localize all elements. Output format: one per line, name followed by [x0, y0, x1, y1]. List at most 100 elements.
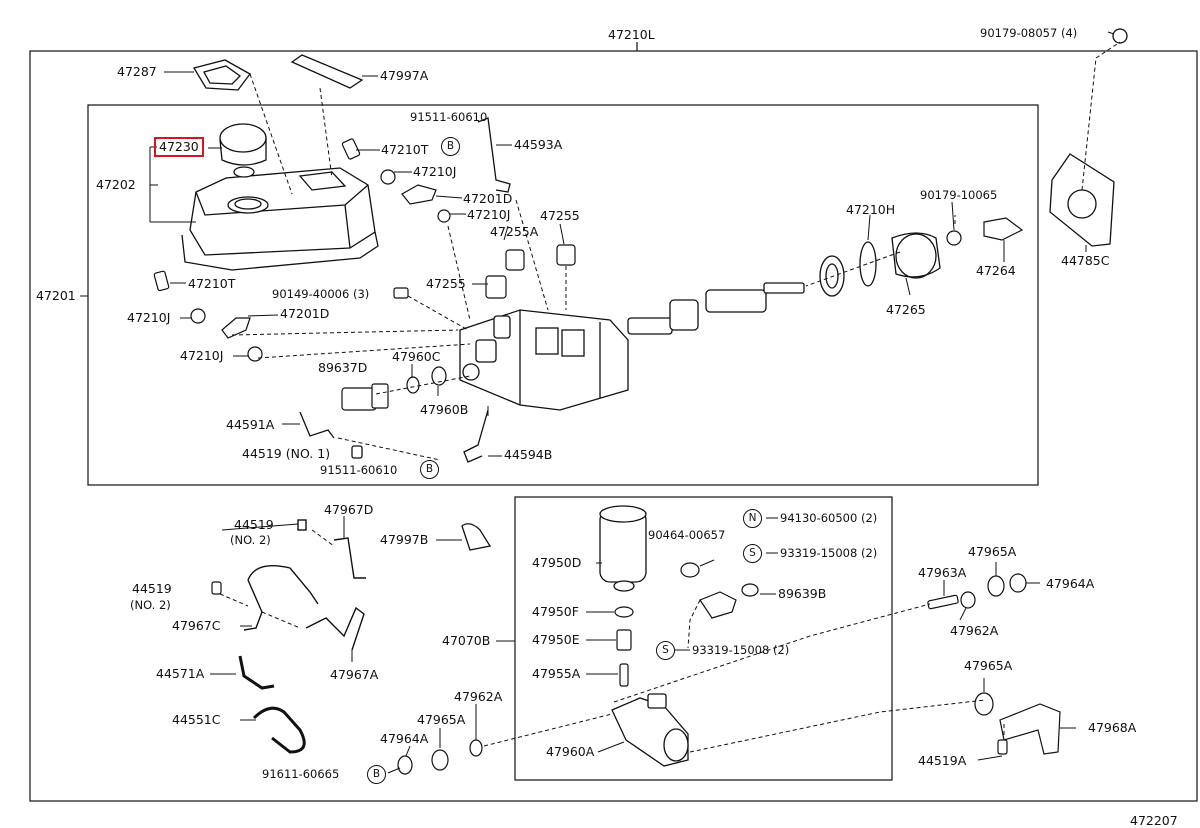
bracket-47968A-drawing: [999, 703, 1061, 755]
solenoid-subassembly-frame: [514, 496, 893, 781]
gasket-47287-drawing: [192, 59, 251, 91]
solenoid-47950D-drawing: [599, 505, 647, 592]
label-44519-no2-b: 44519: [132, 581, 172, 596]
label-47950E: 47950E: [532, 632, 580, 647]
label-47968A: 47968A: [1088, 720, 1137, 735]
collar-47962A-bot-drawing: [469, 739, 483, 757]
label-44551C: 44551C: [172, 712, 221, 727]
reservoir-tank-drawing: [181, 167, 379, 271]
label-47210J-2: 47210J: [467, 207, 511, 222]
actuator-body-drawing: [459, 309, 629, 411]
label-47210T-top: 47210T: [381, 142, 429, 157]
gasket-44785C-drawing: [1049, 28, 1128, 247]
label-47960A: 47960A: [546, 744, 595, 759]
label-91511-60610-top: 91511-60610: [410, 110, 488, 124]
reservoir-cap-drawing: [219, 123, 267, 178]
bracket-44593A-drawing: [477, 117, 511, 193]
bracket-47201D-top-drawing: [401, 184, 437, 205]
label-90179-10065: 90179-10065: [920, 188, 998, 202]
label-47967A: 47967A: [330, 667, 379, 682]
label-47255-mid: 47255: [426, 276, 466, 291]
label-47960C: 47960C: [392, 349, 441, 364]
label-44571A: 44571A: [156, 666, 205, 681]
label-47255A: 47255A: [490, 224, 539, 239]
bushing-47965A-bot-drawing: [431, 749, 449, 771]
bracket-47967D-drawing: [297, 519, 366, 579]
master-cylinder-subassembly-frame: [87, 104, 1039, 486]
label-47210T-bot: 47210T: [188, 276, 236, 291]
label-47287: 47287: [117, 64, 157, 79]
label-47967C: 47967C: [172, 618, 221, 633]
label-47210H: 47210H: [846, 202, 896, 217]
bracket-47967A-drawing: [305, 606, 365, 651]
label-44591A: 44591A: [226, 417, 275, 432]
bracket-44591A-drawing: [299, 411, 363, 459]
retainer-47264-drawing: [946, 217, 1024, 246]
label-90179-08057: 90179-08057 (4): [980, 26, 1078, 40]
bracket-44594B-drawing: [463, 409, 489, 463]
bushing-47965A-r2-drawing: [974, 692, 994, 716]
symbol-b-lower: B: [367, 765, 386, 784]
label-44785C: 44785C: [1061, 253, 1110, 268]
label-44519A: 44519A: [918, 753, 967, 768]
symbol-b-top: B: [441, 137, 460, 156]
grommet-47210J-3-drawing: [190, 308, 206, 324]
label-47264: 47264: [976, 263, 1016, 278]
label-91511-60610-bot: 91511-60610: [320, 463, 398, 477]
label-44593A: 44593A: [514, 137, 563, 152]
symbol-s-bot: S: [656, 641, 675, 660]
label-47070B: 47070B: [442, 633, 491, 648]
bracket-47201D-bot-drawing: [221, 317, 251, 339]
seal-rings-drawing: [819, 232, 941, 297]
label-44519-no1: 44519 (NO. 1): [242, 446, 331, 461]
label-89637D: 89637D: [318, 360, 368, 375]
washer-47950F-drawing: [614, 606, 634, 618]
grommet-47210J-1-drawing: [380, 169, 396, 185]
bolt-44519A-drawing: [997, 739, 1008, 755]
label-plate-47997A-drawing: [290, 54, 364, 89]
label-47965A-bot: 47965A: [417, 712, 466, 727]
label-47230-highlighted[interactable]: 47230: [154, 137, 204, 157]
label-44519-no2-a: 44519: [234, 517, 274, 532]
label-44519-no2-b-sub: (NO. 2): [130, 598, 171, 612]
label-47965A-r2: 47965A: [964, 658, 1013, 673]
label-47265: 47265: [886, 302, 926, 317]
label-472207: 472207: [1130, 813, 1178, 828]
label-93319-15008-a: 93319-15008 (2): [780, 546, 878, 560]
label-44594B: 44594B: [504, 447, 553, 462]
label-44519-no2-a-sub: (NO. 2): [230, 533, 271, 547]
grommet-47210J-2-drawing: [437, 209, 451, 223]
reservoir-grommets-drawing: [485, 244, 576, 299]
spring-47950E-drawing: [616, 629, 632, 651]
pin-47955A-drawing: [619, 663, 629, 687]
valve-47960A-drawing: [611, 693, 689, 767]
pin-47963A-drawing: [927, 594, 959, 610]
grommet-47210J-4-drawing: [247, 346, 263, 362]
symbol-n: N: [743, 509, 762, 528]
label-90149-40006: 90149-40006 (3): [272, 287, 370, 301]
bolt-90149-drawing: [393, 287, 409, 299]
label-47962A-r: 47962A: [950, 623, 999, 638]
clip-90464-drawing: [680, 562, 700, 578]
collar-47964A-bot-drawing: [397, 755, 413, 775]
label-47963A: 47963A: [918, 565, 967, 580]
label-47210J-3: 47210J: [127, 310, 171, 325]
symbol-s-top: S: [743, 544, 762, 563]
outer-assembly-frame: [29, 50, 1198, 802]
label-93319-15008-b: 93319-15008 (2): [692, 643, 790, 657]
label-47962A-bot: 47962A: [454, 689, 503, 704]
bushing-47965A-r1-drawing: [987, 575, 1005, 597]
label-47202: 47202: [96, 177, 136, 192]
label-47950D: 47950D: [532, 555, 582, 570]
hose-44551C-drawing: [252, 706, 306, 754]
label-47967D: 47967D: [324, 502, 374, 517]
collar-47962A-r-drawing: [960, 591, 976, 609]
connector-89639B-drawing: [699, 591, 737, 619]
collar-47964A-r-drawing: [1009, 573, 1027, 593]
label-47201: 47201: [36, 288, 76, 303]
label-47965A-r1: 47965A: [968, 544, 1017, 559]
label-47997A: 47997A: [380, 68, 429, 83]
label-47960B: 47960B: [420, 402, 469, 417]
label-90464-00657: 90464-00657: [648, 528, 726, 542]
